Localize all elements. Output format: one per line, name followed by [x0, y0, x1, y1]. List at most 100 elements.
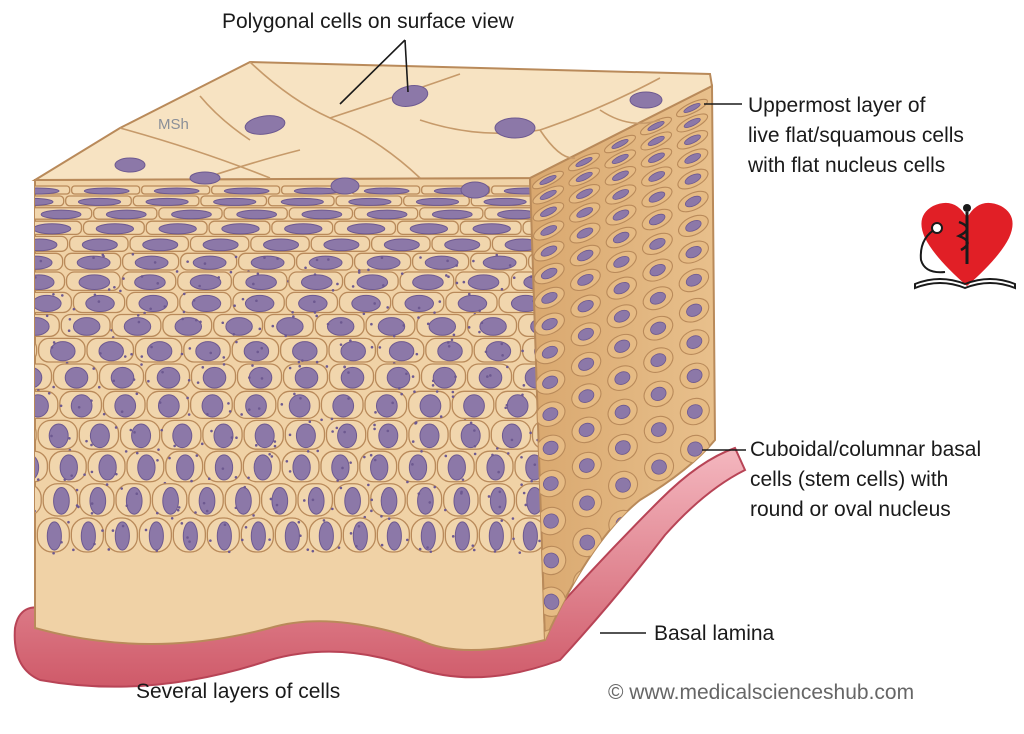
- epithelial-cell: [203, 450, 243, 483]
- epithelial-cell: [436, 450, 477, 483]
- epithelial-cell: [408, 419, 449, 450]
- epithelial-cell: [370, 235, 431, 252]
- epithelial-cell: [365, 313, 416, 338]
- epithelial-cell: [236, 363, 283, 390]
- epithelial-cell: [208, 220, 271, 236]
- side-epithelial-cell: [568, 651, 607, 692]
- epithelial-cell: [78, 419, 120, 450]
- epithelial-cell: [403, 195, 470, 207]
- epithelial-cell: [328, 363, 375, 390]
- epithelial-cell: [260, 483, 297, 517]
- epithelial-cell: [233, 390, 277, 420]
- side-epithelial-cell: [641, 166, 673, 187]
- epithelial-cell: [111, 313, 162, 339]
- epithelial-cell: [334, 220, 397, 236]
- side-epithelial-cell: [536, 506, 567, 536]
- label-uppermost-layer-line-3: with flat nucleus cells: [748, 154, 946, 177]
- epithelial-cell: [36, 517, 70, 555]
- side-epithelial-cell: [532, 170, 564, 190]
- side-epithelial-cell: [534, 312, 565, 336]
- epithelial-cell: [93, 207, 158, 220]
- side-epithelial-cell: [680, 557, 711, 589]
- epithelial-cell: [445, 291, 498, 316]
- epithelial-cell: [119, 419, 161, 451]
- epithelial-cell: [478, 517, 515, 553]
- side-epithelial-cell: [642, 315, 674, 341]
- epithelial-cell: [138, 516, 174, 553]
- epithelial-cell: [442, 483, 479, 517]
- side-epithelial-cell: [571, 383, 602, 409]
- epithelial-cell: [35, 363, 53, 392]
- epithelial-cell: [420, 363, 467, 390]
- side-epithelial-cell: [604, 149, 637, 169]
- epithelial-cell: [179, 291, 232, 314]
- side-epithelial-cell: [535, 401, 566, 427]
- epithelial-cell: [151, 483, 188, 517]
- epithelial-cell: [490, 419, 532, 450]
- epithelial-cell: [48, 450, 87, 483]
- epithelial-cell: [232, 271, 290, 292]
- side-epithelial-cell: [608, 470, 639, 500]
- epithelial-cell: [37, 337, 86, 365]
- label-basal-cells-line-1: Cuboidal/columnar basal: [750, 438, 982, 461]
- epithelial-cell: [310, 235, 371, 252]
- epithelial-cell: [213, 313, 264, 338]
- epithelial-cell: [410, 517, 444, 553]
- side-epithelial-cell: [570, 294, 601, 318]
- side-epithelial-cell: [677, 148, 709, 169]
- epithelial-cell: [200, 195, 268, 207]
- side-epithelial-cell: [572, 488, 603, 518]
- epithelial-cell: [392, 291, 445, 314]
- epithelial-cell: [146, 390, 191, 420]
- side-epithelial-cell: [678, 297, 710, 323]
- epithelial-cell: [512, 517, 545, 554]
- epithelial-cell: [179, 252, 238, 271]
- epithelial-cell: [35, 235, 69, 252]
- epithelial-cell: [279, 337, 328, 364]
- epithelial-cell: [35, 337, 38, 363]
- side-epithelial-cell: [642, 258, 673, 282]
- epithelial-cell: [126, 450, 167, 485]
- epithelial-cell: [444, 517, 478, 553]
- side-epithelial-cell: [534, 369, 566, 395]
- side-epithelial-cell: [643, 380, 674, 408]
- epithelial-cell: [82, 220, 145, 236]
- epithelial-cell: [288, 207, 354, 220]
- epithelial-cell: [78, 483, 115, 517]
- epithelial-cell: [374, 363, 421, 390]
- epithelial-cell: [274, 517, 310, 553]
- epithelial-cell: [240, 517, 274, 553]
- epithelial-cell: [172, 517, 206, 553]
- epithelial-cell: [189, 235, 250, 252]
- side-epithelial-cell: [640, 131, 673, 151]
- epithelial-cell: [202, 419, 243, 450]
- epithelial-cell: [370, 483, 406, 518]
- label-basal-cells-line-2: cells (stem cells) with: [750, 468, 949, 491]
- epithelial-cell: [129, 235, 190, 252]
- epithelial-cell: [35, 291, 73, 314]
- side-epithelial-cell: [569, 222, 601, 244]
- epithelial-cell: [353, 207, 419, 220]
- side-epithelial-cell: [568, 167, 601, 187]
- epithelial-cell: [35, 195, 65, 207]
- epithelial-cell: [35, 390, 59, 420]
- epithelial-cell: [407, 390, 451, 420]
- side-epithelial-cell: [644, 452, 675, 482]
- label-basal-lamina: Basal lamina: [654, 622, 775, 645]
- side-epithelial-cell: [607, 433, 638, 462]
- side-epithelial-cell: [571, 451, 602, 480]
- epithelial-cell: [406, 483, 443, 517]
- epithelial-cell: [70, 517, 104, 553]
- side-epithelial-cell: [533, 240, 565, 262]
- side-epithelial-cell: [643, 415, 674, 444]
- side-epithelial-cell: [679, 397, 710, 426]
- epithelial-cell: [211, 185, 281, 195]
- epithelial-cell: [60, 313, 113, 338]
- epithelial-cell: [35, 252, 64, 271]
- side-epithelial-cell: [642, 232, 673, 256]
- epithelial-cell: [115, 483, 152, 517]
- epithelial-cell: [158, 207, 223, 220]
- copyright-watermark: © www.medicalscienceshub.com: [608, 681, 915, 704]
- epithelial-cell: [295, 252, 354, 271]
